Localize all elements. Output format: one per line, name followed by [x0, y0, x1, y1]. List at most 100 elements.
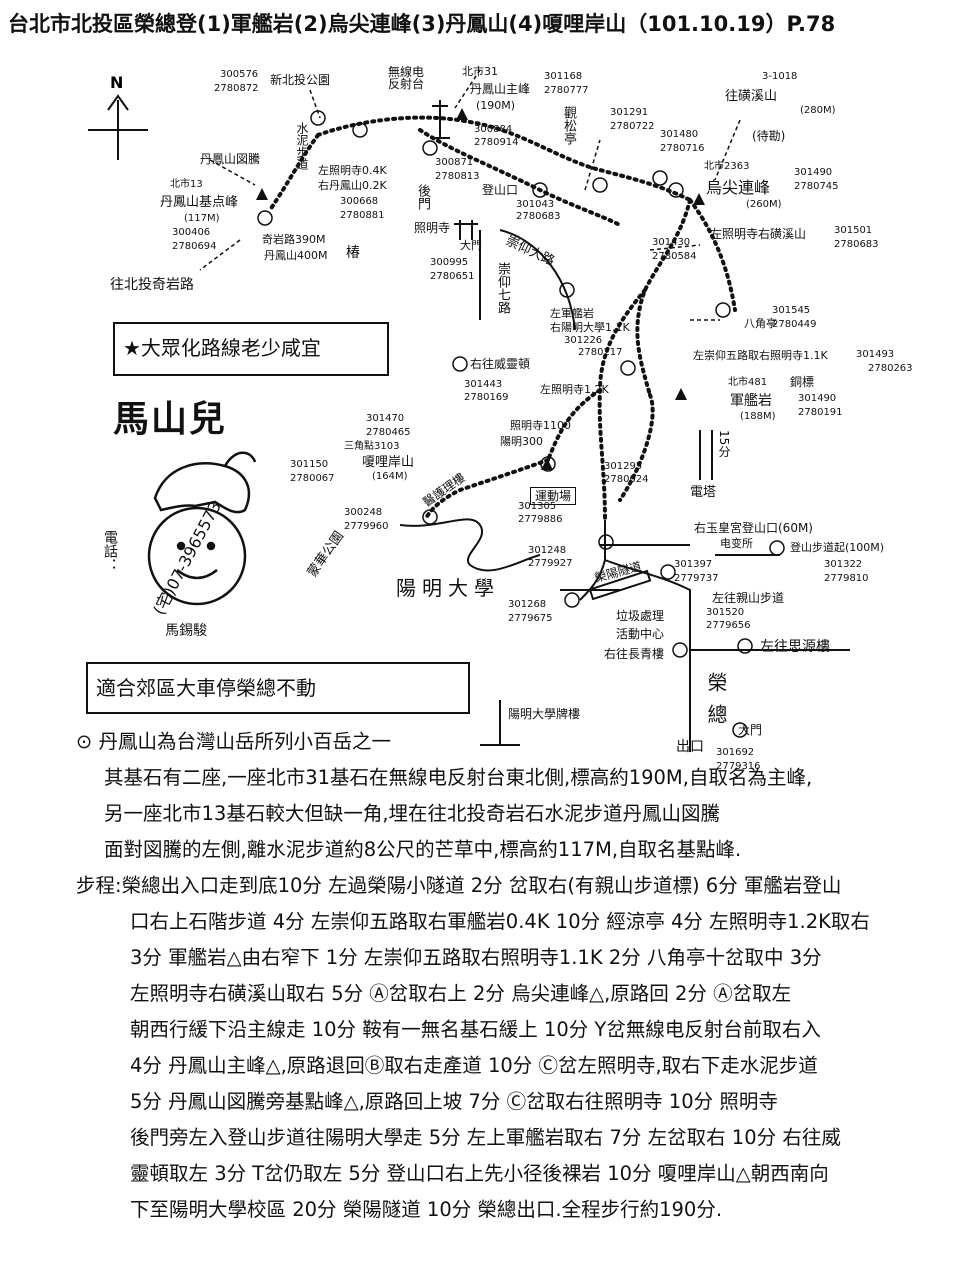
coord-label: 300871 [435, 157, 474, 168]
logo-phone-label: 電話： [102, 530, 118, 572]
map-label-jade-temple: 右玉皇宮登山口(60M) [694, 521, 813, 535]
coord-label: 301490 [794, 167, 833, 178]
map-label-standby: (待勘) [752, 129, 786, 143]
map-label-beishi13: 北市13 [170, 179, 203, 190]
description-line: 左照明寺右磺溪山取右 5分 Ⓐ岔取右上 2分 烏尖連峰△,原路回 2分 Ⓐ岔取左 [130, 982, 792, 1005]
map-label-zhaoming-1100: 照明寺1100 [510, 419, 571, 432]
description-line: ⊙ 丹鳳山為台灣山岳所列小百岳之一 [76, 730, 392, 753]
description-line: 4分 丹鳳山主峰△,原路退回Ⓑ取右走產道 10分 Ⓒ岔左照明寺,取右下走水泥步道 [130, 1054, 818, 1077]
coord-label: 2780683 [516, 211, 561, 222]
map-label-beishi2363: 北市2363 [704, 161, 750, 172]
coord-label: 2780217 [578, 347, 623, 358]
coord-label: 2779675 [508, 613, 553, 624]
map-label-to-guangxi: 往磺溪山 [725, 89, 778, 104]
map-label-beishi31: 北市31 [462, 65, 498, 78]
coord-label: 2780067 [290, 473, 335, 484]
coord-label: 2780745 [794, 181, 839, 192]
coord-label: 2780169 [464, 392, 509, 403]
map-label-right-danfeng: 右丹鳳山0.2K [318, 179, 387, 192]
description-line: 靈頓取左 3分 T岔仍取左 5分 登山口右上先小径後裸岩 10分 嗄哩岸山△朝西… [130, 1162, 829, 1185]
map-label-dengshan: 登山口 [482, 183, 519, 197]
coord-label: 2780449 [772, 319, 817, 330]
coord-label: 2780777 [544, 85, 589, 96]
coord-label: 2779960 [344, 521, 389, 532]
coord-label: 2780722 [610, 121, 655, 132]
coord-label: 300406 [172, 227, 211, 238]
radio-reflector-icon [430, 100, 450, 139]
coord-label: 2780881 [340, 210, 385, 221]
description-line: 其基石有二座,一座北市31基石在無線电反射台東北側,標高約190M,自取名為主峰… [104, 766, 813, 789]
coord-label: 300668 [340, 196, 379, 207]
coord-label: 300995 [430, 257, 469, 268]
map-label-yangming-300: 陽明300 [500, 435, 543, 448]
map-label-tower: 電塔 [690, 485, 717, 500]
horse-smiley-icon [147, 451, 257, 606]
coord-label: 301692 [716, 747, 755, 758]
trail-map: N [88, 69, 850, 752]
map-label-left-warship: 左軍艦岩 [550, 307, 594, 320]
coord-label: 301490 [798, 393, 837, 404]
map-label-big-gate: 大門 [460, 239, 482, 252]
map-label-danfeng-base: 丹鳳山基点峰 [160, 195, 239, 210]
map-label-minute15: 15分 [717, 430, 731, 458]
ridge-trail [268, 115, 737, 522]
map-label-playground: 運動場 [530, 487, 577, 505]
coord-label: 2780683 [834, 239, 879, 250]
description-line: 朝西行緩下沿主線走 10分 鞍有一無名基石緩上 10分 Y岔無線电反射台前取右入 [130, 1018, 821, 1041]
north-arrow-icon [88, 94, 148, 160]
map-label-changqing: 右往長青樓 [604, 647, 665, 661]
direction-arrows [199, 69, 741, 321]
coord-label: 301493 [856, 349, 895, 360]
coord-label: 2780813 [435, 171, 480, 182]
route-description: ⊙ 丹鳳山為台灣山岳所列小百岳之一 其基石有二座,一座北市31基石在無線电反射台… [0, 724, 967, 1284]
map-label-garbage: 垃圾處理 [616, 609, 665, 623]
coord-label: 300884 [474, 124, 513, 135]
coord-label: 2780465 [366, 427, 411, 438]
coord-label: 2779810 [824, 573, 869, 584]
coord-label: 300576 [220, 69, 259, 80]
slogan-box: ★大眾化路線老少咸宜 [113, 322, 389, 376]
gate-icon [454, 220, 478, 240]
coord-label: 2780651 [430, 271, 475, 282]
map-label-left-zhaoming: 左照明寺0.4K [318, 164, 387, 177]
coord-label: 301268 [508, 599, 547, 610]
coord-label: 301480 [660, 129, 699, 140]
map-label-left-zhaoming-12: 左照明寺1.2K [540, 383, 609, 396]
description-line: 口右上石階步道 4分 左崇仰五路取右軍艦岩0.4K 10分 經涼亭 4分 左照明… [130, 910, 870, 933]
coord-label: 301295 [604, 461, 643, 472]
map-label-danfeng-main: 丹鳳山主峰 [470, 82, 531, 96]
map-label-chair: 椿 [346, 245, 360, 261]
map-label-bajiao: 八角亭 [744, 317, 777, 330]
north-label: N [110, 73, 123, 92]
coord-label: 2780694 [172, 241, 217, 252]
map-label-warship: 軍艦岩 [730, 393, 772, 409]
coord-label: 2780716 [660, 143, 705, 154]
parking-note-text: 適合郊區大車停榮總不動 [96, 676, 316, 700]
map-label-yangming-gate: 陽明大學牌樓 [508, 707, 581, 721]
coord-label: 2780024 [604, 474, 649, 485]
coord-label: 2780872 [214, 83, 259, 94]
map-label-xinbei-park: 新北投公園 [270, 73, 331, 87]
coord-label: 2780914 [474, 137, 519, 148]
map-label-wujian: 烏尖連峰 [706, 178, 771, 197]
map-label-left-zhaoming-guangxi: 左照明寺右磺溪山 [710, 227, 807, 241]
coord-label: 301520 [706, 607, 745, 618]
map-label-back-gate: 後門 [415, 184, 430, 210]
map-label-right-yangming: 右陽明大學1.1K [550, 321, 630, 334]
map-label-main-gate: 大門 [738, 723, 763, 737]
coord-label: 301443 [464, 379, 503, 390]
coord-label: 2779316 [716, 761, 761, 772]
map-label-jingyan-rd: 奇岩路390M [262, 233, 326, 246]
logo-text: 馬山兒 [113, 399, 228, 440]
description-line: 另一座北市13基石較大但缺一角,埋在往北投奇岩石水泥步道丹鳳山図騰 [104, 802, 721, 825]
map-label-copper: 銅標 [790, 375, 815, 389]
page-title: 台北市北投區榮總登(1)軍艦岩(2)烏尖連峰(3)丹鳳山(4)嗄哩岸山（101.… [8, 12, 836, 36]
coord-label: 301226 [564, 335, 603, 346]
description-line: 後門旁左入登山步道往陽明大學走 5分 左上軍艦岩取右 7分 左岔取右 10分 右… [130, 1126, 841, 1149]
map-label-qinshan-start: 登山步道起(100M) [790, 541, 885, 554]
author-logo: 馬山兒 電話： (宅)07-3965573 馬錫駿 [95, 398, 295, 648]
coord-label: 301291 [610, 107, 649, 118]
map-label-height: (188M) [740, 411, 776, 422]
coord-label: 301305 [518, 501, 557, 512]
